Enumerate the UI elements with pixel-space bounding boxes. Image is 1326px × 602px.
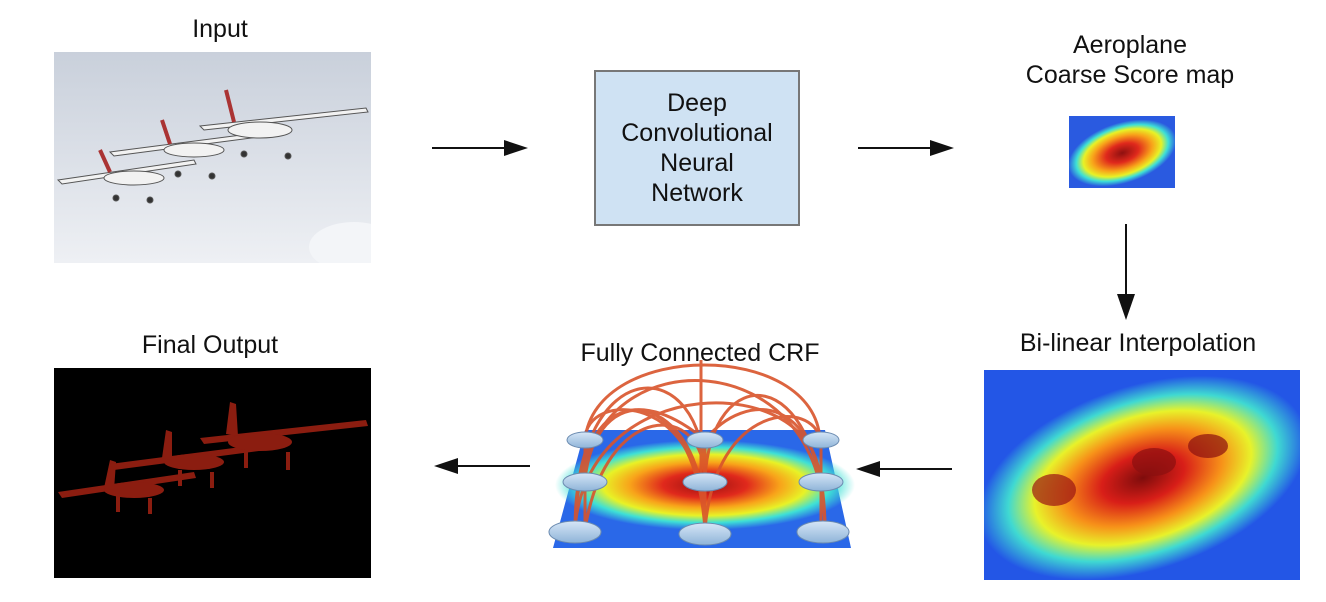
coarse-label-line2: Coarse Score map xyxy=(1025,61,1235,89)
dcnn-line3: Neural xyxy=(660,149,734,177)
arrow-bilinear-to-crf xyxy=(856,461,952,477)
coarse-score-map-label: Aeroplane Coarse Score map xyxy=(980,30,1280,90)
dcnn-line4: Network xyxy=(651,179,743,207)
coarse-label-line1: Aeroplane xyxy=(1073,31,1187,59)
bilinear-label: Bi-linear Interpolation xyxy=(1019,329,1257,357)
dcnn-box: Deep Convolutional Neural Network xyxy=(594,70,800,226)
final-output-label: Final Output xyxy=(141,331,279,359)
arrow-score-to-bilinear xyxy=(1117,224,1135,320)
bilinear-map xyxy=(984,370,1300,580)
input-label: Input xyxy=(192,15,248,43)
arrow-dcnn-to-score xyxy=(858,140,954,156)
plane-1 xyxy=(56,149,197,204)
arrow-input-to-dcnn xyxy=(432,140,528,156)
plane-3 xyxy=(198,89,369,160)
arrow-crf-to-final xyxy=(434,458,530,474)
input-image xyxy=(54,52,371,263)
final-output-image xyxy=(54,368,371,578)
coarse-score-map xyxy=(1069,116,1175,188)
dcnn-line1: Deep xyxy=(667,89,727,117)
crf-illustration xyxy=(545,360,857,560)
dcnn-line2: Convolutional xyxy=(621,119,773,147)
